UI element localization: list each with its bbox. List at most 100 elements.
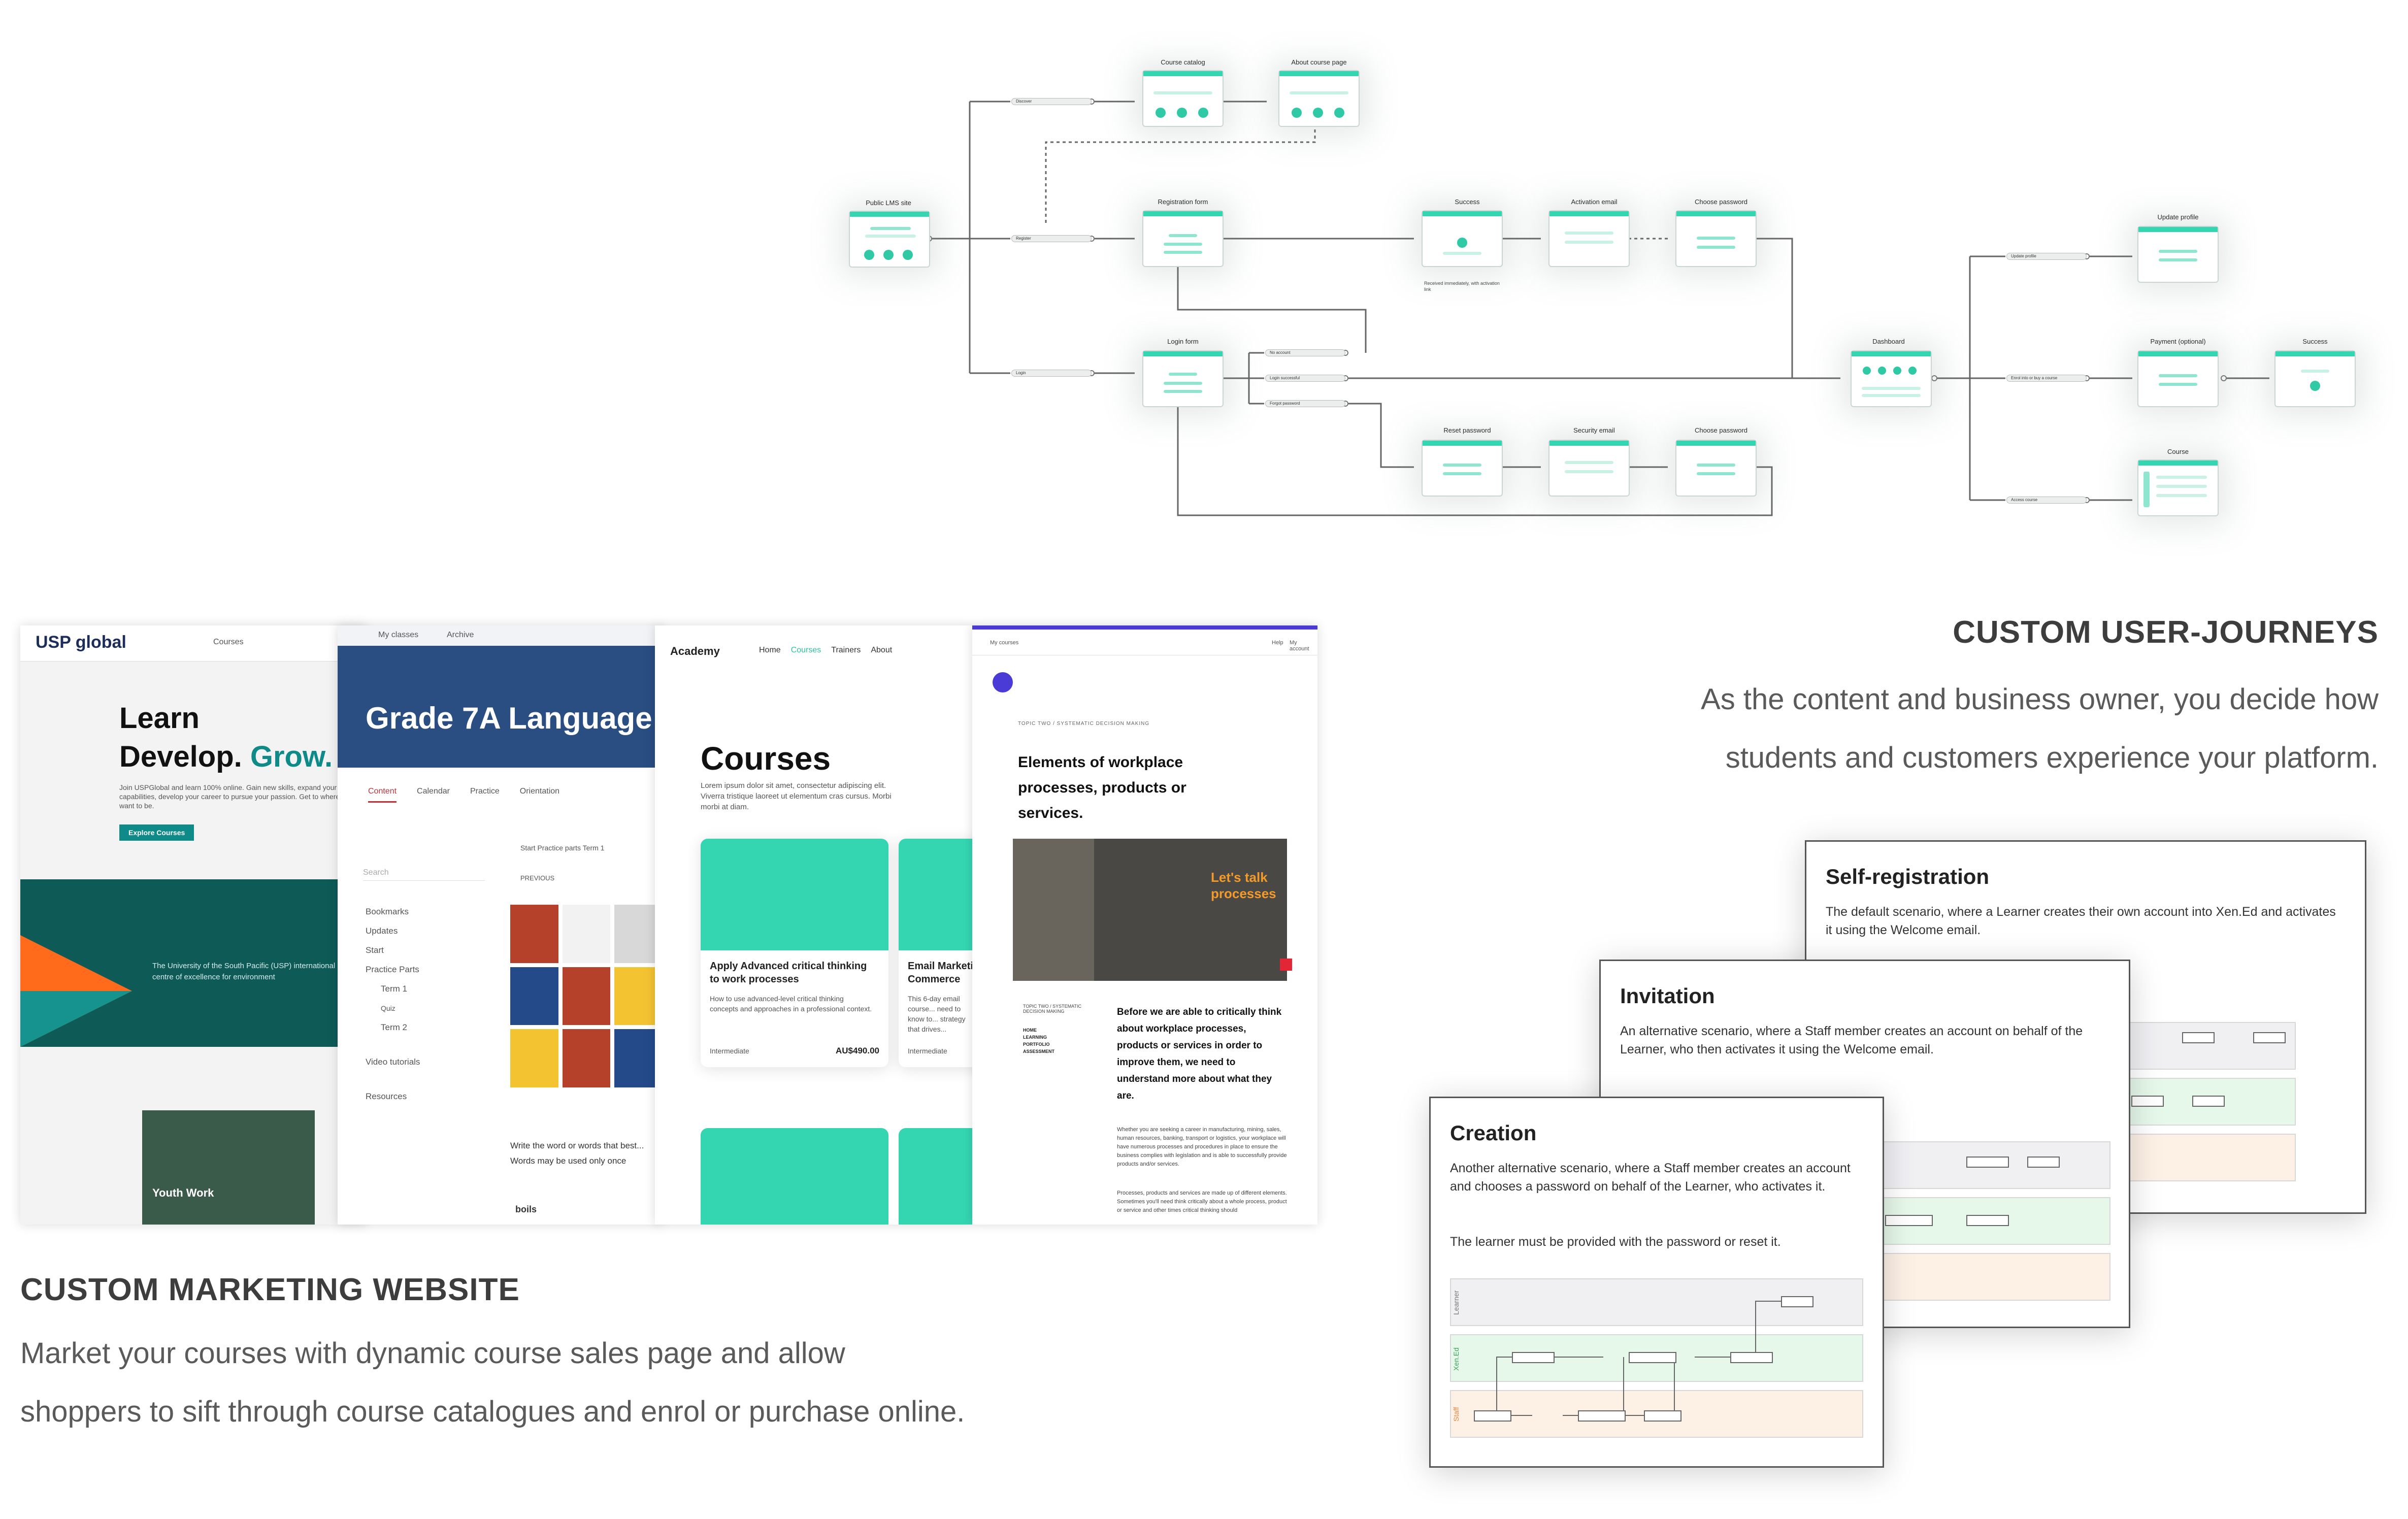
pill-enrol-buy-course: Enrol into or buy a course — [2006, 375, 2087, 382]
academy-card-1-image — [701, 839, 888, 950]
card-self-registration-title: Self-registration — [1826, 865, 1990, 888]
card-creation-desc2: The learner must be provided with the pa… — [1450, 1235, 1781, 1249]
node-choose-password — [1675, 210, 1757, 267]
lesson-home-icon[interactable] — [993, 672, 1013, 692]
academy-nav-about[interactable]: About — [871, 646, 893, 654]
usp-hero-line1: Learn — [119, 702, 200, 735]
academy-card-2-title: Email Marketing Commerce — [908, 961, 972, 985]
screenshot-lesson-page: My courses Help My account TOPIC TWO / S… — [972, 625, 1317, 1225]
class-answer: boils — [515, 1204, 537, 1214]
lesson-heading: Elements of workplace processes, product… — [1018, 754, 1186, 821]
lesson-nav-my-account[interactable]: My account — [1290, 640, 1309, 652]
success-note: Received immediately, with activation li… — [1424, 281, 1500, 292]
tab-my-classes[interactable]: My classes — [378, 631, 419, 639]
lesson-menu-home[interactable]: HOME — [1023, 1028, 1037, 1033]
lesson-lead: Before we are able to critically think a… — [1117, 1007, 1282, 1101]
lesson-nav-my-courses[interactable]: My courses — [990, 640, 1019, 646]
academy-card-1-level: Intermediate — [710, 1047, 749, 1055]
academy-card-1-title: Apply Advanced critical thinking to work… — [710, 961, 867, 985]
diagram-box — [2182, 1032, 2215, 1043]
menu-resources[interactable]: Resources — [366, 1092, 407, 1101]
classes-header: My classes Archive Grade 7A Language — [338, 625, 663, 768]
menu-video-tutorials[interactable]: Video tutorials — [366, 1057, 420, 1067]
marketing-description: Market your courses with dynamic course … — [20, 1324, 965, 1441]
marketing-description-line2: shoppers to sift through course catalogu… — [20, 1395, 965, 1428]
academy-nav-trainers[interactable]: Trainers — [831, 646, 861, 654]
academy-course-card-4[interactable] — [899, 1128, 972, 1225]
card-creation: Creation Another alternative scenario, w… — [1429, 1097, 1884, 1468]
lesson-side-menu: HOME LEARNING PORTFOLIO ASSESSMENT — [1023, 1027, 1054, 1055]
menu-term-1[interactable]: Term 1 — [381, 984, 407, 994]
lesson-nav: My courses Help My account — [972, 630, 1317, 655]
subtab-practice[interactable]: Practice — [470, 787, 500, 796]
usp-hero: Learn Develop. Grow. — [119, 699, 333, 776]
class-image-grid — [510, 905, 663, 1087]
academy-logo: Academy — [670, 645, 720, 657]
menu-term-2[interactable]: Term 2 — [381, 1022, 407, 1032]
lesson-top-bar — [972, 625, 1317, 630]
class-title: Grade 7A Language — [366, 701, 652, 735]
academy-card-2-image — [899, 839, 972, 950]
class-breadcrumb: Start Practice parts Term 1 — [520, 844, 605, 852]
node-title-course-catalog: Course catalog — [1161, 58, 1205, 66]
node-activation-email — [1548, 210, 1630, 267]
usp-youth-work-label: Youth Work — [152, 1186, 214, 1199]
diagram-box — [1730, 1352, 1773, 1363]
lesson-menu-learning[interactable]: LEARNING — [1023, 1035, 1047, 1040]
usp-nav-courses[interactable]: Courses — [213, 638, 244, 646]
pill-login: Login — [1011, 370, 1092, 377]
class-menu: Bookmarks Updates Start Practice Parts T… — [366, 902, 420, 1106]
node-title-course: Course — [2167, 448, 2189, 455]
journeys-description: As the content and business owner, you d… — [1701, 670, 2379, 787]
screenshot-usp-global: USP global Courses Learn Develop. Grow. … — [20, 625, 366, 1225]
academy-course-card-1[interactable]: Apply Advanced critical thinking to work… — [701, 839, 888, 1067]
node-title-dashboard: Dashboard — [1872, 338, 1905, 345]
node-about-course-page — [1278, 70, 1360, 127]
node-reset-password — [1422, 440, 1503, 497]
menu-updates[interactable]: Updates — [366, 926, 398, 936]
usp-band-text: The University of the South Pacific (USP… — [152, 962, 336, 981]
marketing-description-line1: Market your courses with dynamic course … — [20, 1337, 845, 1370]
diagram-box — [2192, 1096, 2225, 1107]
diagram-box — [1885, 1215, 1933, 1226]
pill-access-course: Access course — [2006, 497, 2087, 504]
node-public-lms-site — [849, 211, 930, 268]
usp-header: USP global Courses — [20, 625, 366, 662]
academy-nav-courses[interactable]: Courses — [790, 646, 821, 654]
usp-band: The University of the South Pacific (USP… — [20, 879, 366, 1047]
pill-register: Register — [1011, 235, 1092, 242]
subtab-content[interactable]: Content — [368, 787, 397, 803]
academy-title: Courses — [701, 740, 831, 777]
diagram-box — [1578, 1410, 1626, 1422]
menu-bookmarks[interactable]: Bookmarks — [366, 907, 409, 916]
usp-explore-courses-button[interactable]: Explore Courses — [119, 824, 194, 841]
node-title-about-course-page: About course page — [1291, 58, 1347, 66]
node-course-catalog — [1142, 70, 1224, 127]
menu-quiz[interactable]: Quiz — [381, 1004, 395, 1012]
lesson-menu-assessment[interactable]: ASSESSMENT — [1023, 1049, 1055, 1054]
diagram-box — [2027, 1157, 2060, 1168]
subtab-orientation[interactable]: Orientation — [519, 787, 560, 796]
lesson-nav-help[interactable]: Help — [1272, 640, 1283, 646]
usp-intro: Join USPGlobal and learn 100% online. Ga… — [119, 783, 353, 810]
class-search-input[interactable]: Search — [363, 868, 485, 881]
creation-flow-lines — [1496, 1301, 1781, 1416]
menu-practice-parts[interactable]: Practice Parts — [366, 965, 419, 974]
node-payment — [2137, 350, 2219, 407]
class-previous-button[interactable]: PREVIOUS — [520, 874, 555, 882]
screenshot-class-portal: My classes Archive Grade 7A Language Con… — [338, 625, 663, 1225]
node-choose-password-2 — [1675, 440, 1757, 497]
academy-nav-home[interactable]: Home — [759, 646, 781, 654]
node-title-registration-form: Registration form — [1158, 198, 1208, 206]
academy-course-card-2[interactable]: Email Marketing Commerce This 6-day emai… — [899, 839, 972, 1067]
subtab-calendar[interactable]: Calendar — [417, 787, 450, 796]
diagram-box — [1474, 1410, 1511, 1422]
lesson-menu-portfolio[interactable]: PORTFOLIO — [1023, 1042, 1050, 1047]
node-registration-form — [1142, 210, 1224, 267]
diagram-box — [1644, 1410, 1681, 1422]
pill-forgot-password: Forgot password — [1265, 400, 1345, 407]
academy-course-card-3[interactable] — [701, 1128, 888, 1225]
academy-card-2-desc: This 6-day email course... need to know … — [908, 995, 966, 1033]
tab-archive[interactable]: Archive — [447, 631, 474, 639]
menu-start[interactable]: Start — [366, 945, 384, 955]
